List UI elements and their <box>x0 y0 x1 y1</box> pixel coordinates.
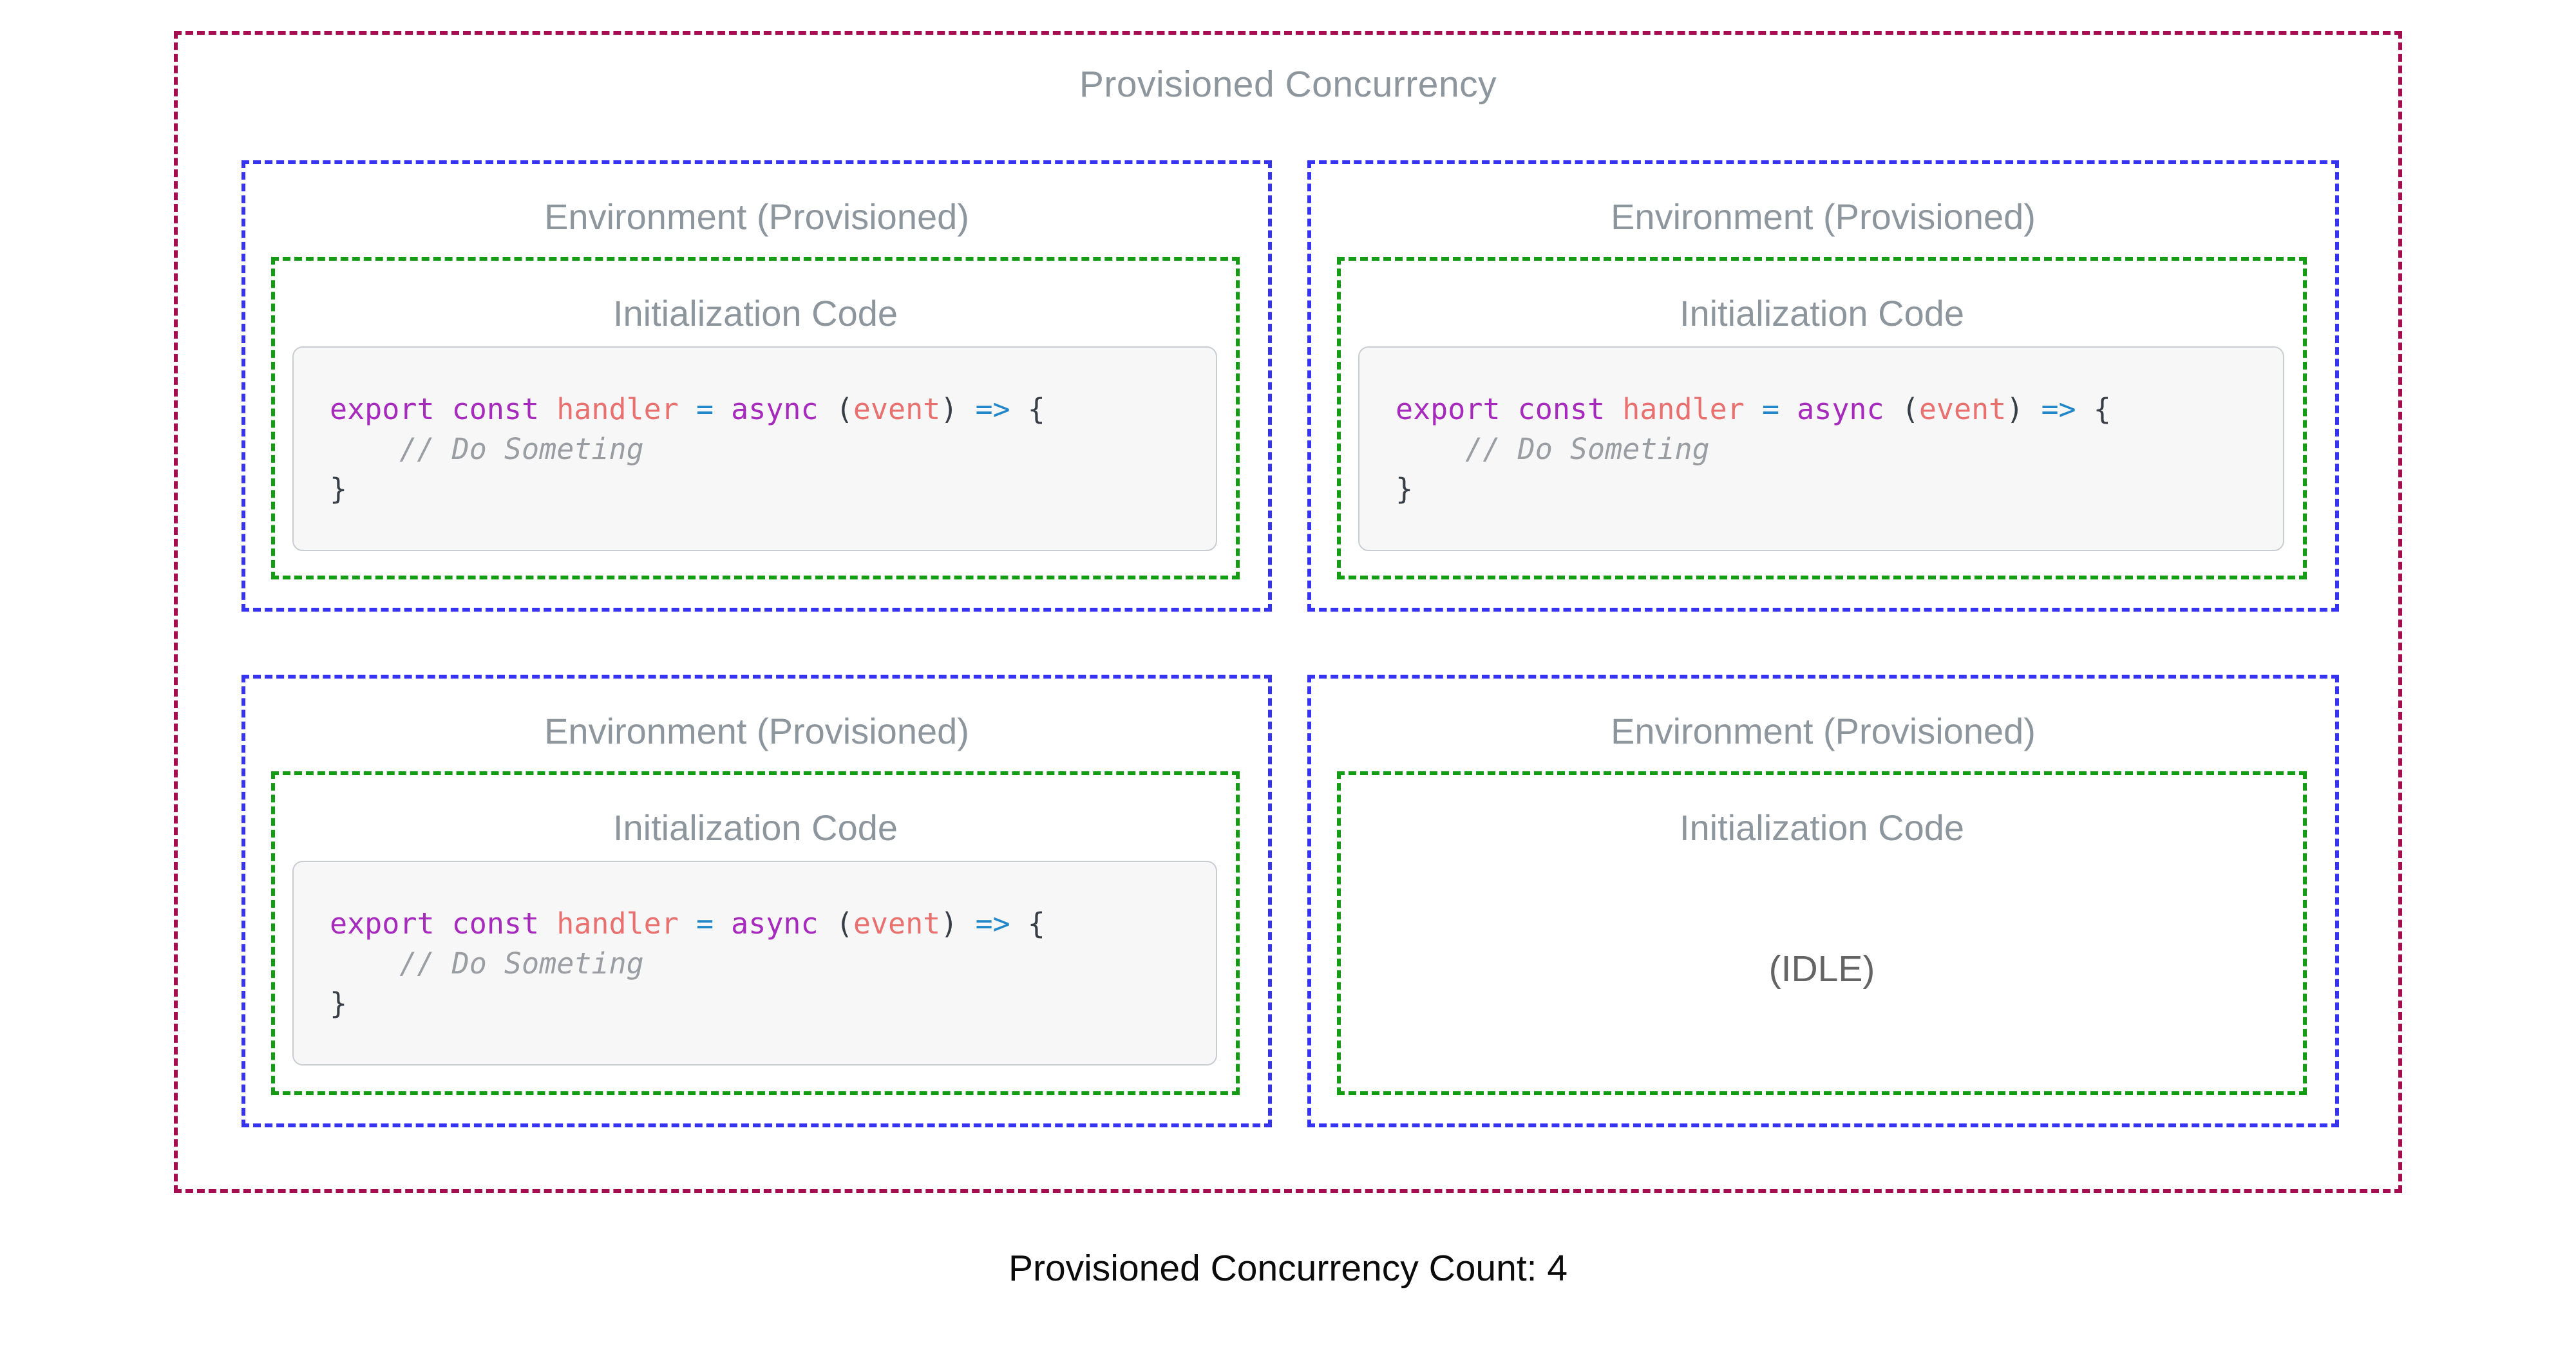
concurrency-count-caption: Provisioned Concurrency Count: 4 <box>1008 1248 1568 1289</box>
code-snippet: export const handler = async (event) => … <box>1396 392 2111 506</box>
provisioned-concurrency-group: Provisioned Concurrency Environment (Pro… <box>174 31 2402 1193</box>
init-code-title: Initialization Code <box>1679 293 1965 333</box>
environment-title: Environment (Provisioned) <box>1611 196 2036 237</box>
init-code-title: Initialization Code <box>1679 807 1965 848</box>
environment-box-3: Environment (Provisioned) Initialization… <box>242 675 1272 1127</box>
code-snippet: export const handler = async (event) => … <box>330 906 1045 1020</box>
init-code-box: Initialization Code export const handler… <box>271 771 1240 1095</box>
environment-title: Environment (Provisioned) <box>544 196 969 237</box>
init-code-box: Initialization Code (IDLE) <box>1337 771 2307 1095</box>
init-code-box: Initialization Code export const handler… <box>1337 257 2307 579</box>
init-code-title: Initialization Code <box>612 807 898 848</box>
environment-box-1: Environment (Provisioned) Initialization… <box>242 160 1272 612</box>
environment-title: Environment (Provisioned) <box>544 711 969 751</box>
environment-box-4: Environment (Provisioned) Initialization… <box>1307 675 2339 1127</box>
diagram-title: Provisioned Concurrency <box>1079 64 1497 105</box>
code-block: export const handler = async (event) => … <box>1358 346 2284 551</box>
code-block: export const handler = async (event) => … <box>292 346 1217 551</box>
environment-title: Environment (Provisioned) <box>1611 711 2036 751</box>
init-code-box: Initialization Code export const handler… <box>271 257 1240 579</box>
idle-label: (IDLE) <box>1768 948 1875 990</box>
code-snippet: export const handler = async (event) => … <box>330 392 1045 506</box>
environment-box-2: Environment (Provisioned) Initialization… <box>1307 160 2339 612</box>
init-code-title: Initialization Code <box>612 293 898 333</box>
code-block: export const handler = async (event) => … <box>292 861 1217 1066</box>
